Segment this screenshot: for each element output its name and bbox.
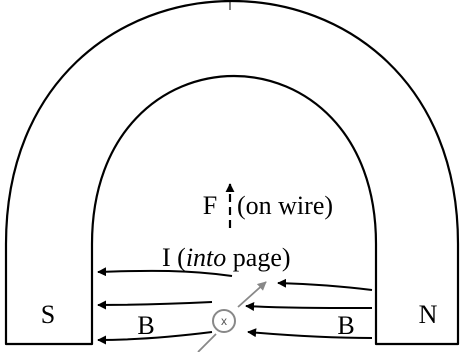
current-pointer-arrow bbox=[237, 281, 267, 308]
field-line-left-1 bbox=[97, 267, 233, 277]
magnet-body bbox=[4, 0, 460, 346]
current-label: I (into page) bbox=[162, 243, 291, 272]
current-suffix: page) bbox=[226, 243, 290, 272]
wire-into-page-icon bbox=[212, 309, 236, 333]
force-note-label: (on wire) bbox=[237, 191, 333, 220]
north-pole-label: N bbox=[419, 300, 438, 329]
current-pointer-tail bbox=[197, 333, 217, 352]
field-label-left: B bbox=[137, 311, 154, 340]
field-line-left-2 bbox=[97, 300, 213, 310]
field-line-right-1 bbox=[277, 278, 373, 291]
field-line-right-2 bbox=[245, 301, 373, 311]
field-line-left-3 bbox=[97, 331, 213, 345]
force-label: F bbox=[203, 191, 217, 220]
current-prefix: I ( bbox=[162, 243, 186, 272]
south-pole-label: S bbox=[41, 300, 55, 329]
current-emphasis: into bbox=[186, 243, 226, 272]
field-label-right: B bbox=[337, 311, 354, 340]
wire-symbol: x bbox=[221, 314, 227, 328]
field-line-right-3 bbox=[247, 328, 373, 339]
